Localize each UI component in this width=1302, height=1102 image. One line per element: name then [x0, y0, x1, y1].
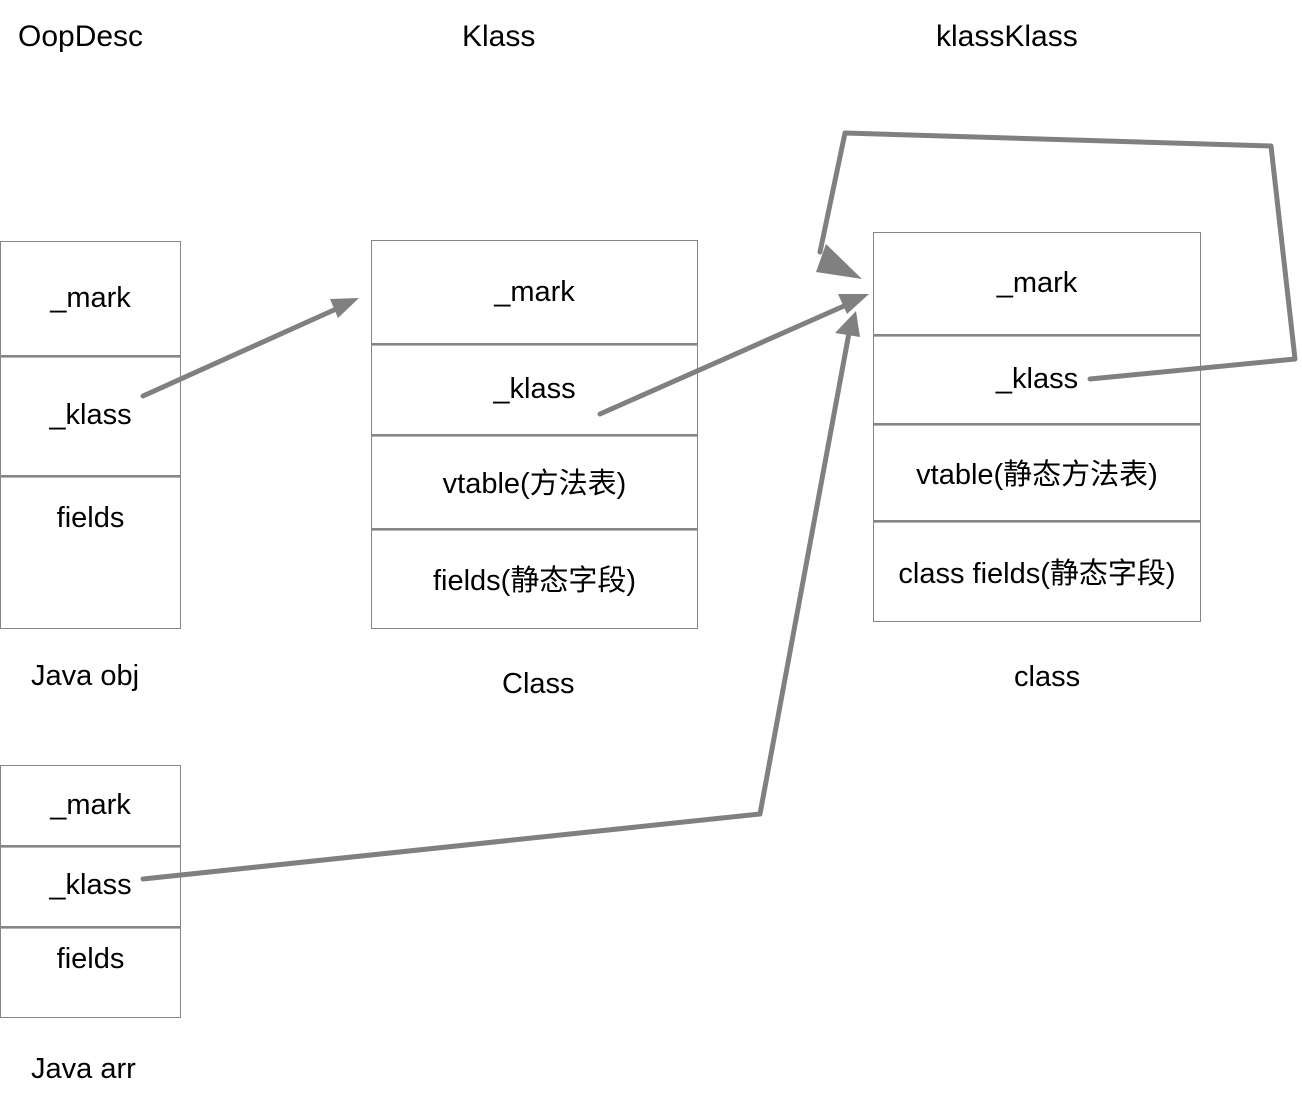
struct-row-klass: _klass	[1, 845, 180, 925]
caption-java-arr: Java arr	[31, 1053, 136, 1085]
caption-java-obj: Java obj	[31, 660, 140, 692]
struct-row-klass: _klass	[874, 334, 1200, 423]
struct-row-mark: _mark	[50, 789, 131, 822]
struct-row-klass: _klass	[372, 343, 697, 434]
struct-row-klass: _klass	[1, 355, 180, 474]
struct-box-klass: _mark _klass vtable(方法表) fields(静态字段)	[371, 240, 698, 629]
struct-row-fields: fields	[1, 474, 180, 628]
struct-row-vtable: vtable(静态方法表)	[874, 423, 1200, 520]
struct-row-class-fields: class fields(静态字段)	[874, 519, 1200, 621]
struct-box-java-obj: _mark _klass fields	[0, 241, 181, 629]
column-header-oopdesc: OopDesc	[18, 20, 144, 53]
struct-row-mark: _mark	[996, 267, 1078, 300]
struct-box-java-arr: _mark _klass fields	[0, 765, 181, 1018]
struct-row-fields: fields(静态字段)	[372, 527, 697, 628]
struct-row-mark: _mark	[50, 282, 131, 315]
column-header-klass: Klass	[462, 20, 536, 53]
struct-row-fields: fields	[1, 925, 180, 1017]
caption-class-lowercase: class	[1014, 661, 1081, 693]
struct-box-klassklass: _mark _klass vtable(静态方法表) class fields(…	[873, 232, 1201, 622]
caption-class: Class	[502, 668, 575, 700]
column-header-klassklass: klassKlass	[936, 20, 1078, 53]
struct-row-mark: _mark	[494, 275, 575, 308]
struct-row-vtable: vtable(方法表)	[372, 434, 697, 528]
